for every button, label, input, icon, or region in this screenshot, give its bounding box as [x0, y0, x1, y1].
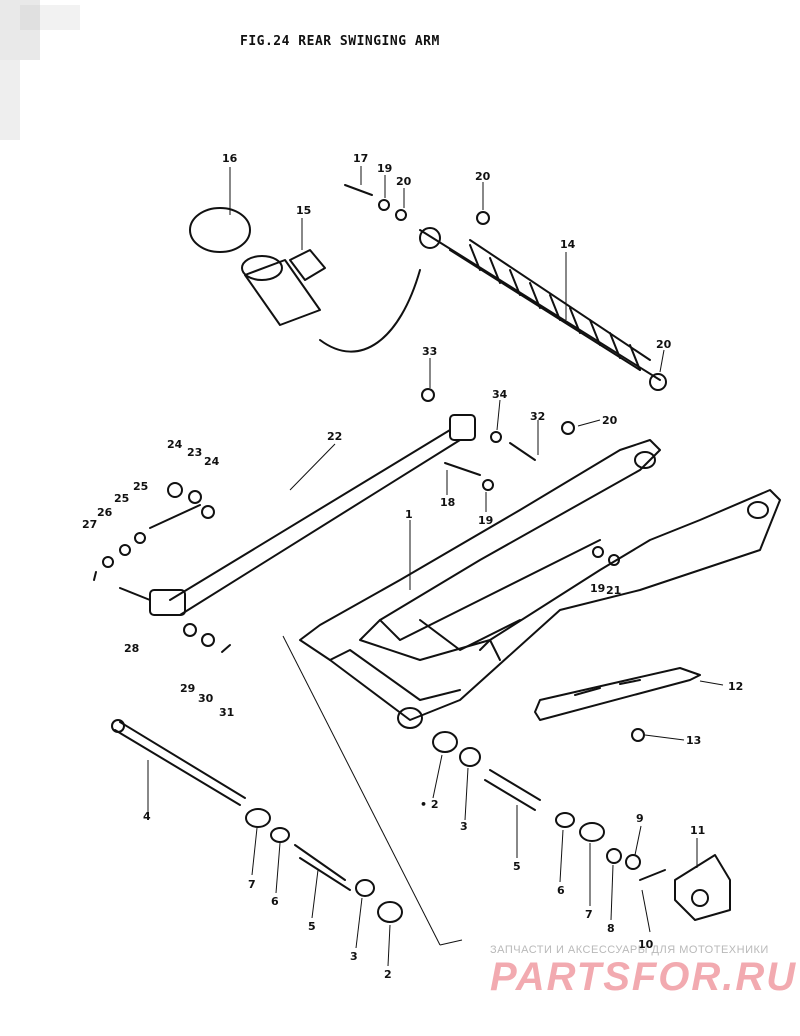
callout-6b: 6	[271, 895, 279, 908]
callout-5b: 5	[308, 920, 316, 933]
callout-24b: 24	[204, 455, 220, 468]
callout-31: 31	[219, 706, 234, 719]
callout-10: 10	[638, 938, 654, 951]
axle-end-cap	[674, 854, 731, 921]
callout-18: 18	[440, 496, 455, 509]
callout-8: 8	[607, 922, 615, 935]
left-hardware	[93, 482, 231, 653]
callout-30: 30	[198, 692, 214, 705]
callout-21: 21	[606, 584, 621, 597]
callout-15: 15	[296, 204, 311, 217]
callout-labels: 1 • 2 2 3 3 4 5 5 6 6 7 7 8 9 10 11 12 1…	[82, 152, 743, 981]
callout-17: 17	[353, 152, 368, 165]
callout-20a: 20	[396, 175, 412, 188]
right-bushing-set	[432, 731, 666, 881]
callout-20d: 20	[602, 414, 618, 427]
rear-shock-absorber	[419, 227, 667, 391]
callout-26: 26	[97, 506, 113, 519]
callout-4: 4	[143, 810, 151, 823]
callout-25b: 25	[114, 492, 129, 505]
callout-12: 12	[728, 680, 743, 693]
callout-14: 14	[560, 238, 576, 251]
callout-13: 13	[686, 734, 701, 747]
callout-16: 16	[222, 152, 238, 165]
callout-20c: 20	[656, 338, 672, 351]
callout-28: 28	[124, 642, 139, 655]
watermark-logo: PARTSFOR.RU	[490, 955, 798, 999]
torque-rod	[149, 414, 476, 616]
callout-7a: 7	[585, 908, 593, 921]
callout-29: 29	[180, 682, 195, 695]
callout-24a: 24	[167, 438, 183, 451]
callout-1: 1	[405, 508, 413, 521]
callout-6a: 6	[557, 884, 565, 897]
callout-20b: 20	[475, 170, 491, 183]
callout-27: 27	[82, 518, 97, 531]
callout-7b: 7	[248, 878, 256, 891]
callout-3b: 3	[350, 950, 358, 963]
callout-19a: 19	[377, 162, 392, 175]
figure-title: FIG.24 REAR SWINGING ARM	[240, 34, 440, 49]
callout-23: 23	[187, 446, 202, 459]
callout-3a: 3	[460, 820, 468, 833]
callout-33: 33	[422, 345, 437, 358]
left-bushing-set	[245, 808, 403, 923]
callout-11: 11	[690, 824, 705, 837]
watermark-tagline: ЗАПЧАСТИ И АКСЕССУАРЫ ДЛЯ МОТОТЕХНИКИ	[490, 944, 769, 956]
callout-9: 9	[636, 812, 644, 825]
callout-34: 34	[492, 388, 508, 401]
callout-5a: 5	[513, 860, 521, 873]
shock-reservoir	[189, 207, 421, 353]
callout-22: 22	[327, 430, 342, 443]
scan-noise	[0, 0, 80, 140]
chain-guide	[534, 667, 701, 742]
swing-arm	[299, 439, 781, 729]
pivot-axle	[111, 719, 246, 806]
callout-19b: 19	[478, 514, 493, 527]
top-hardware	[344, 184, 620, 566]
callout-19c: 19	[590, 582, 605, 595]
callout-32: 32	[530, 410, 545, 423]
callout-2b: 2	[384, 968, 392, 981]
callout-2a: • 2	[420, 798, 439, 811]
callout-25a: 25	[133, 480, 148, 493]
leader-lines	[147, 166, 724, 967]
